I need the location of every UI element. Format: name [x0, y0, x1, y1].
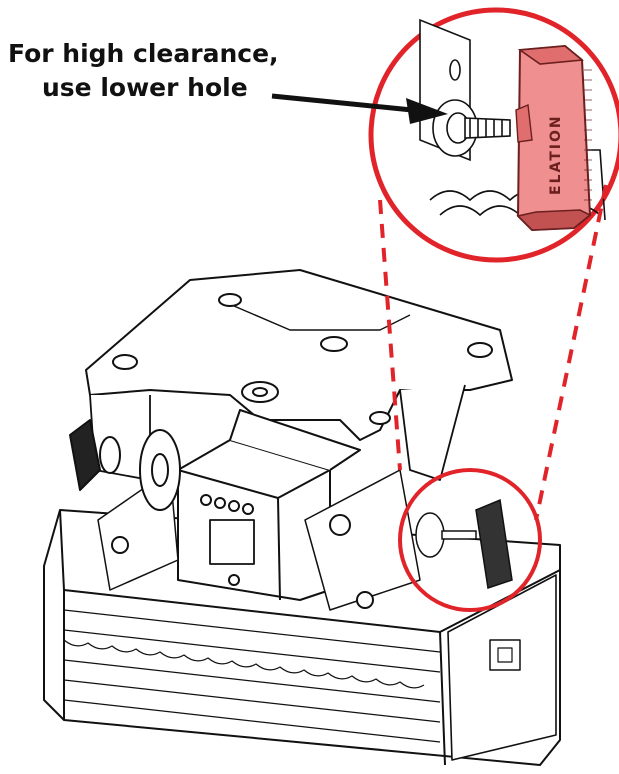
knob-brand-label: ELATION	[548, 114, 564, 195]
zoom-detail	[419, 18, 606, 221]
arrow-right-icon	[271, 93, 448, 124]
thumb-knob-icon: ELATION	[515, 44, 592, 232]
lower-knob	[415, 498, 513, 589]
callout-line-1: For high clearance,	[8, 39, 279, 68]
callout-ring-small	[398, 468, 542, 612]
callout-connector-lines	[378, 184, 608, 521]
callout-line-2: use lower hole	[42, 73, 248, 102]
fixture-body	[43, 269, 561, 766]
